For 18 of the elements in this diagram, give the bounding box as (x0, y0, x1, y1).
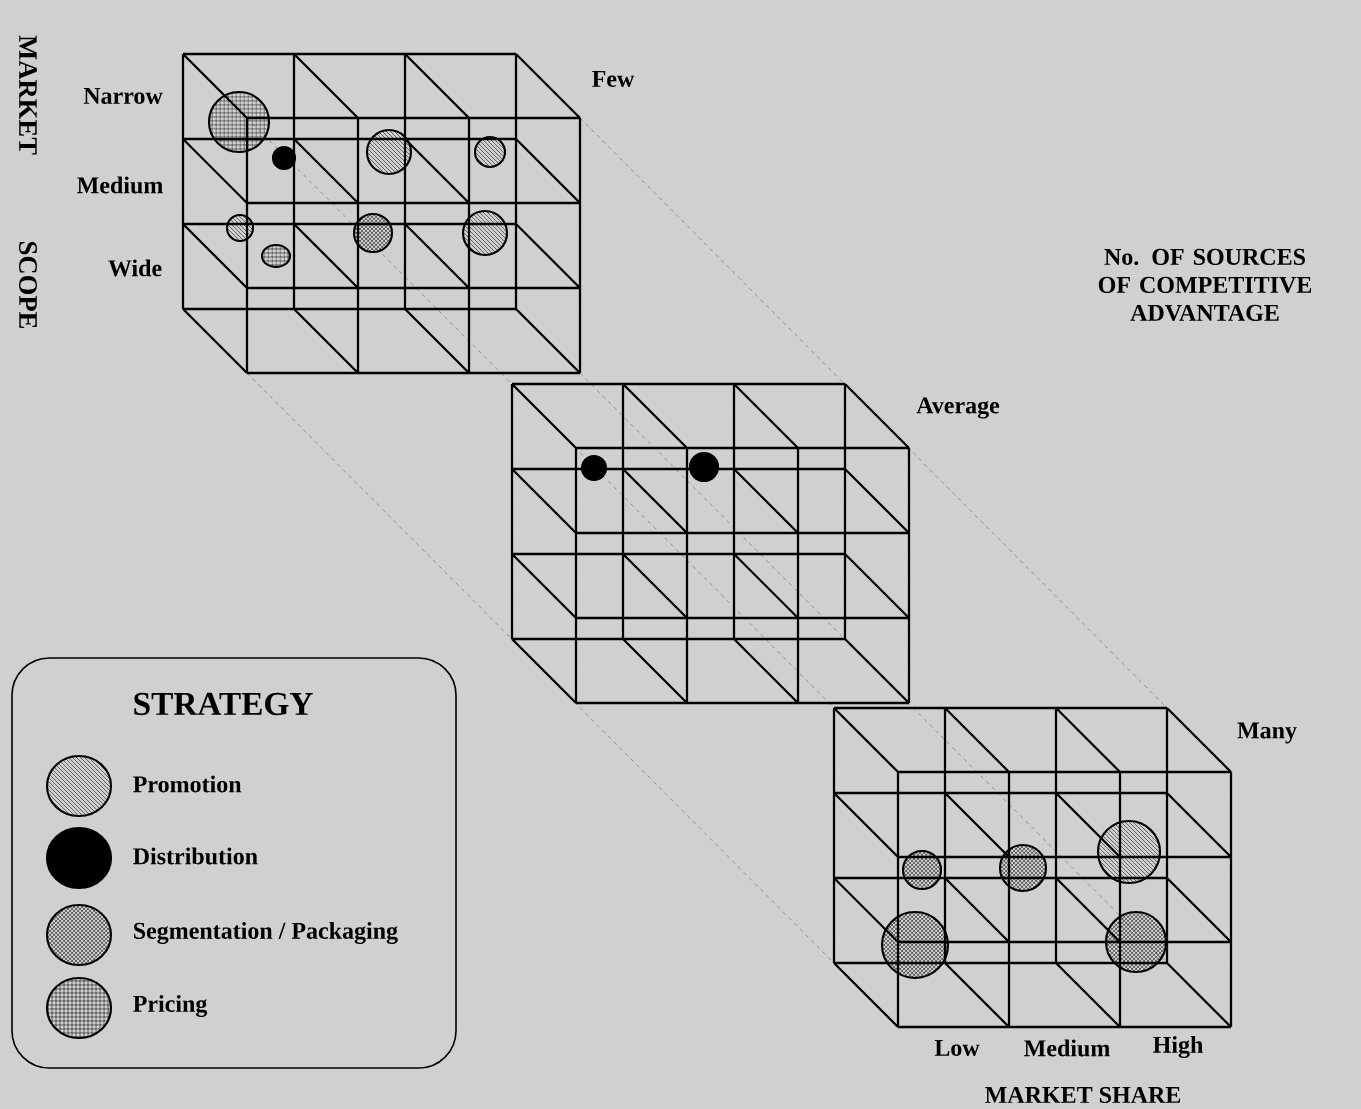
axis-title: SCOPE (19, 241, 37, 329)
axis-label: Medium (1024, 1039, 1110, 1057)
axis-label: Wide (108, 259, 162, 277)
axis-label: Medium (77, 176, 163, 194)
axis-label: Few (592, 71, 635, 87)
legend-text: Pricing (133, 995, 208, 1017)
legend-text: Promotion (133, 775, 242, 793)
legend-title: STRATEGY (134, 692, 313, 716)
legend-text: Segmentation / Packaging (134, 922, 398, 944)
axis-label: Average (916, 397, 1000, 419)
legend-text: Distribution (133, 847, 258, 865)
axis-label: Low (934, 1040, 980, 1056)
axis-label: High (1153, 1036, 1203, 1058)
axis-label: Many (1237, 722, 1297, 744)
axis-title: MARKET (19, 35, 37, 155)
axis-title: MARKET SHARE (985, 1086, 1181, 1104)
axis-title: No. OF SOURCES OF COMPETITIVE ADVANTAGE (1098, 248, 1312, 322)
axis-label: Narrow (83, 88, 163, 104)
